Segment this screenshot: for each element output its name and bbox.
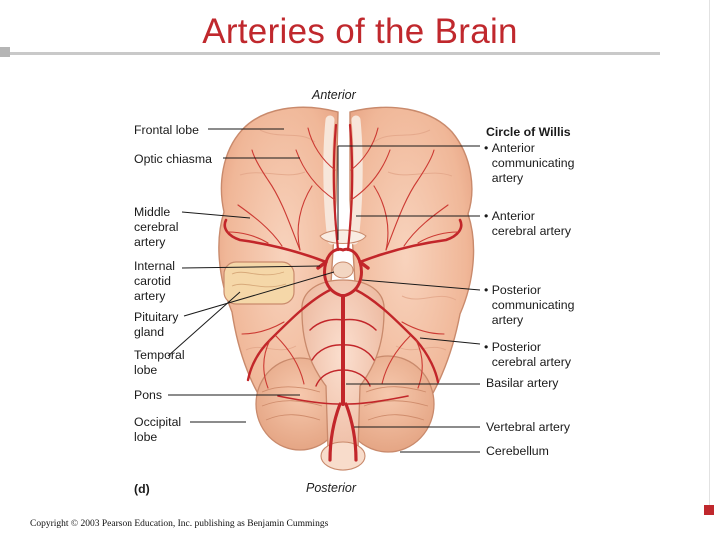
label-vertebral-artery: Vertebral artery: [486, 420, 571, 434]
label-cerebellum: Cerebellum: [486, 444, 549, 458]
circle-item-anterior-communicating: • Anterior communicating artery: [484, 141, 574, 186]
label-frontal-lobe: Frontal lobe: [134, 123, 199, 137]
label-occipital-lobe: Occipital lobe: [134, 415, 182, 444]
label-temporal-lobe: Temporal lobe: [134, 348, 185, 377]
right-border-line: [709, 0, 710, 512]
copyright-notice: Copyright © 2003 Pearson Education, Inc.…: [30, 519, 329, 529]
circle-item-posterior-communicating: • Posterior communicating artery: [484, 283, 574, 328]
olfactory-tracts: [323, 115, 363, 245]
bullet-icon: •: [484, 141, 492, 155]
circle-item-anterior-cerebral: • Anterior cerebral artery: [484, 209, 571, 239]
label-circle-of-willis: Circle of Willis: [486, 125, 571, 139]
temporal-lobe-texture: [231, 271, 287, 288]
label-pituitary-gland: Pituitary gland: [134, 310, 179, 339]
bullet-icon: •: [484, 283, 492, 297]
circle-item-posterior-cerebral: • Posterior cerebral artery: [484, 340, 571, 370]
label-anterior-cerebral-artery: Anterior cerebral artery: [491, 209, 572, 238]
bullet-icon: •: [484, 340, 492, 354]
leader-lines: [167, 128, 481, 453]
label-basilar-artery: Basilar artery: [486, 376, 559, 390]
title-rule: [10, 52, 660, 55]
label-posterior-communicating-artery: Posterior communicating artery: [491, 283, 575, 327]
label-middle-cerebral-artery: Middle cerebral artery: [134, 205, 179, 249]
label-anterior-communicating-artery: Anterior communicating artery: [491, 141, 575, 185]
bullet-icon: •: [484, 209, 492, 223]
optic-chiasma-pituitary: [319, 229, 367, 279]
panel-label: (d): [134, 482, 150, 496]
slide-title: Arteries of the Brain: [202, 12, 518, 51]
orientation-anterior: Anterior: [312, 88, 356, 102]
orientation-posterior: Posterior: [306, 481, 357, 495]
label-pons: Pons: [134, 388, 163, 402]
label-posterior-cerebral-artery: Posterior cerebral artery: [491, 340, 572, 369]
label-internal-carotid-artery: Internal carotid artery: [134, 259, 176, 303]
title-rule-marker: [0, 47, 10, 57]
temporal-lobe-section: [223, 261, 295, 305]
label-optic-chiasma: Optic chiasma: [134, 152, 212, 166]
corner-marker: [704, 505, 714, 515]
